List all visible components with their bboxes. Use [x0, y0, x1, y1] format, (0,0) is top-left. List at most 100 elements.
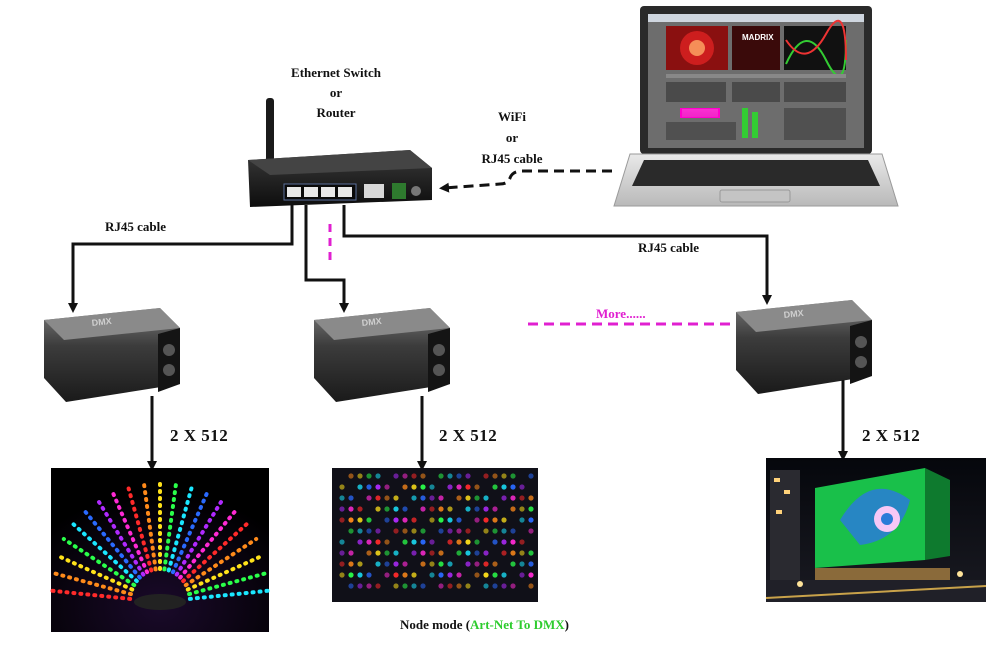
led-ray — [110, 488, 150, 575]
led-dot — [393, 572, 399, 578]
led-dot — [366, 517, 372, 523]
output-label-right: 2 X 512 — [862, 426, 921, 445]
led-dot — [393, 561, 399, 567]
led-dot — [456, 539, 462, 545]
dmx-node-icon — [314, 308, 450, 402]
led-dot — [393, 506, 399, 512]
led-dot — [366, 539, 372, 545]
led-dot — [510, 506, 516, 512]
led-dot — [447, 506, 453, 512]
led-ray — [166, 482, 195, 573]
led-dot — [528, 517, 534, 523]
led-dot — [456, 550, 462, 556]
led-dot — [357, 528, 363, 534]
led-dot — [447, 528, 453, 534]
led-dot — [357, 506, 363, 512]
dmx-node-icon — [44, 308, 180, 402]
led-dot — [384, 484, 390, 490]
led-dot — [393, 517, 399, 523]
led-dot — [447, 572, 453, 578]
led-dot — [429, 495, 435, 501]
led-dot — [510, 528, 516, 534]
led-dot — [429, 561, 435, 567]
led-dot — [492, 484, 498, 490]
led-dot — [393, 583, 399, 589]
led-dot — [474, 561, 480, 567]
led-dot — [375, 506, 381, 512]
led-dot — [510, 539, 516, 545]
led-dot — [465, 583, 471, 589]
led-wall-image — [332, 468, 538, 602]
led-dot — [348, 572, 354, 578]
led-ray — [49, 570, 133, 597]
led-dot — [402, 572, 408, 578]
led-dot — [375, 561, 381, 567]
led-dot — [492, 572, 498, 578]
led-dot — [429, 539, 435, 545]
led-dot — [474, 484, 480, 490]
led-dot — [528, 550, 534, 556]
led-ray — [181, 522, 249, 584]
led-dot — [456, 583, 462, 589]
led-dot — [465, 506, 471, 512]
wifi-label-line1: WiFi — [498, 109, 526, 124]
wifi-label: WiFi or RJ45 cable — [462, 106, 562, 169]
led-dot — [339, 517, 345, 523]
led-dot — [393, 550, 399, 556]
led-dot — [438, 528, 444, 534]
led-dot — [339, 506, 345, 512]
led-dot — [384, 495, 390, 501]
cable-left — [68, 205, 294, 313]
device-brand-left: DMX — [91, 316, 112, 328]
led-dot — [465, 528, 471, 534]
led-dot — [483, 473, 489, 479]
led-dot — [357, 583, 363, 589]
led-dot — [384, 572, 390, 578]
led-dot — [348, 506, 354, 512]
led-dot — [357, 539, 363, 545]
led-dot — [519, 539, 525, 545]
wifi-label-line2: or — [505, 130, 519, 145]
led-dot — [501, 528, 507, 534]
led-dot — [483, 572, 489, 578]
led-dot — [411, 539, 417, 545]
led-dot — [492, 583, 498, 589]
led-ray — [183, 537, 259, 588]
led-dot — [447, 484, 453, 490]
led-dot — [474, 495, 480, 501]
led-dot — [483, 517, 489, 523]
led-dot — [474, 539, 480, 545]
led-dot — [483, 506, 489, 512]
led-dot — [429, 550, 435, 556]
led-dot — [348, 473, 354, 479]
led-dot — [501, 517, 507, 523]
led-ray — [187, 570, 271, 597]
led-dot — [402, 517, 408, 523]
led-dot — [447, 539, 453, 545]
footer-caption: Node mode (Art-Net To DMX) — [400, 617, 569, 633]
router-title: Ethernet Switch or Router — [268, 63, 404, 123]
led-dot — [384, 539, 390, 545]
led-building-image — [765, 458, 987, 602]
led-dot — [447, 583, 453, 589]
led-dot — [510, 484, 516, 490]
led-ray — [71, 522, 139, 584]
device-brand-right: DMX — [783, 308, 804, 320]
led-dot — [483, 550, 489, 556]
led-dot — [384, 506, 390, 512]
led-dot — [519, 561, 525, 567]
led-dot — [339, 539, 345, 545]
led-ray — [185, 553, 266, 592]
led-dot — [501, 539, 507, 545]
led-dot — [420, 550, 426, 556]
led-dot — [492, 539, 498, 545]
led-dot — [456, 495, 462, 501]
led-dot — [519, 484, 525, 490]
led-ray — [54, 553, 135, 592]
led-dot — [393, 495, 399, 501]
led-dot — [384, 550, 390, 556]
led-dot — [375, 473, 381, 479]
led-dot — [510, 561, 516, 567]
led-dot — [438, 517, 444, 523]
